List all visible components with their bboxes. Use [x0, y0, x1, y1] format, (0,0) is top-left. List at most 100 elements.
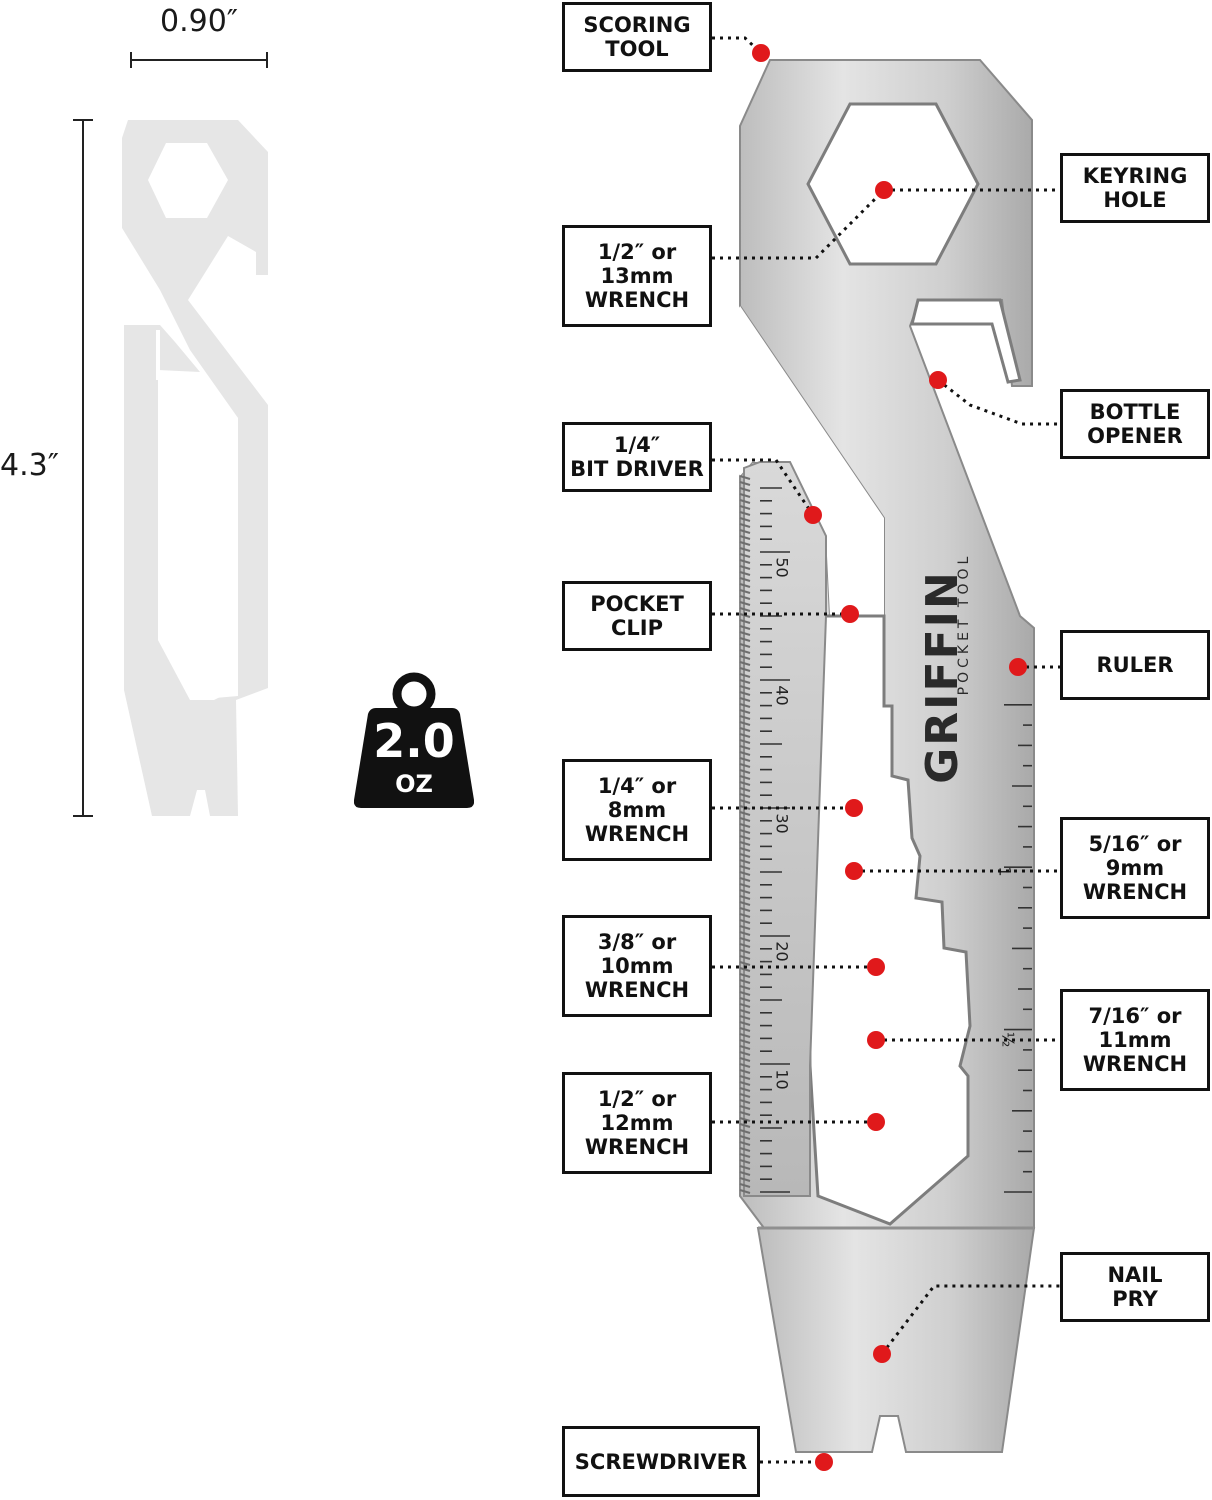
serration — [739, 991, 751, 996]
serration — [739, 883, 751, 888]
serration — [739, 835, 751, 840]
serration — [739, 511, 751, 516]
serration — [739, 583, 751, 588]
serration — [739, 763, 751, 768]
serration — [739, 889, 751, 894]
nail-pry-end — [756, 1227, 1036, 1453]
height-dimension-line — [73, 119, 93, 817]
serration — [739, 637, 751, 642]
serration — [739, 607, 751, 612]
height-dimension-label: 4.3″ — [0, 448, 59, 483]
serration — [739, 697, 751, 702]
serration — [739, 859, 751, 864]
width-dimension-label: 0.90″ — [160, 4, 239, 39]
serration — [739, 655, 751, 660]
label-screwdriver: SCREWDRIVER — [562, 1426, 760, 1497]
serration — [739, 847, 751, 852]
serration — [739, 601, 751, 606]
bottle-opener-slot — [910, 298, 1022, 384]
serration — [739, 541, 751, 546]
serration — [739, 535, 751, 540]
label-nail-pry: NAIL PRY — [1060, 1252, 1210, 1322]
marker-bit-driver — [804, 506, 822, 524]
marker-scoring-tool — [752, 44, 770, 62]
serration — [739, 787, 751, 792]
serration — [739, 913, 751, 918]
serration — [739, 751, 751, 756]
serration — [739, 1021, 751, 1026]
serration — [739, 931, 751, 936]
s-curve-cut — [740, 306, 884, 616]
serration — [739, 1009, 751, 1014]
serration — [739, 1087, 751, 1092]
serration — [739, 565, 751, 570]
marker-13mm-wrench — [875, 181, 893, 199]
serration — [739, 841, 751, 846]
serration — [739, 1135, 751, 1140]
weight-icon — [354, 672, 474, 808]
serration — [739, 1051, 751, 1056]
serration — [739, 679, 751, 684]
serration — [739, 493, 751, 498]
serration — [739, 1039, 751, 1044]
serration — [739, 619, 751, 624]
label-12mm-wrench: 1/2″ or 12mm WRENCH — [562, 1072, 712, 1174]
serration — [739, 673, 751, 678]
label-11mm-wrench: 7/16″ or 11mm WRENCH — [1060, 989, 1210, 1091]
serration — [739, 1057, 751, 1062]
label-bit-driver: 1/4″ BIT DRIVER — [562, 422, 712, 492]
serration — [739, 643, 751, 648]
label-scoring-tool: SCORING TOOL — [562, 2, 712, 72]
serration — [739, 919, 751, 924]
marker-12mm-wrench — [867, 1113, 885, 1131]
serration — [739, 907, 751, 912]
serration — [739, 997, 751, 1002]
serration — [739, 577, 751, 582]
serration — [739, 1027, 751, 1032]
serration — [739, 649, 751, 654]
serration — [739, 1117, 751, 1122]
serration — [739, 517, 751, 522]
serration — [739, 721, 751, 726]
serration — [739, 529, 751, 534]
marker-bottle-opener — [929, 371, 947, 389]
serration — [739, 901, 751, 906]
serration — [739, 775, 751, 780]
serration — [739, 1153, 751, 1158]
serration — [739, 895, 751, 900]
serration — [739, 799, 751, 804]
tool-silhouette — [122, 120, 268, 816]
serration — [739, 589, 751, 594]
serration — [739, 757, 751, 762]
label-pocket-clip: POCKET CLIP — [562, 581, 712, 651]
serration — [739, 745, 751, 750]
serration — [739, 733, 751, 738]
serration — [739, 877, 751, 882]
marker-10mm-wrench — [867, 958, 885, 976]
label-8mm-wrench: 1/4″ or 8mm WRENCH — [562, 759, 712, 861]
serration — [739, 595, 751, 600]
dimension-silhouette — [73, 52, 268, 817]
marker-pocket-clip — [841, 605, 859, 623]
serration — [739, 1177, 751, 1182]
label-keyring-hole: KEYRING HOLE — [1060, 153, 1210, 223]
serration — [739, 955, 751, 960]
serration — [739, 559, 751, 564]
serration — [739, 865, 751, 870]
serration — [739, 1093, 751, 1098]
width-dimension-line — [130, 52, 268, 68]
serration — [739, 871, 751, 876]
serration — [739, 1081, 751, 1086]
label-bottle-opener: BOTTLE OPENER — [1060, 389, 1210, 459]
serration — [739, 1111, 751, 1116]
serration — [739, 769, 751, 774]
serration — [739, 1033, 751, 1038]
serration — [739, 979, 751, 984]
serration — [739, 715, 751, 720]
serration — [739, 1171, 751, 1176]
serration — [739, 481, 751, 486]
serration — [739, 505, 751, 510]
serration — [739, 1183, 751, 1188]
serration — [739, 925, 751, 930]
